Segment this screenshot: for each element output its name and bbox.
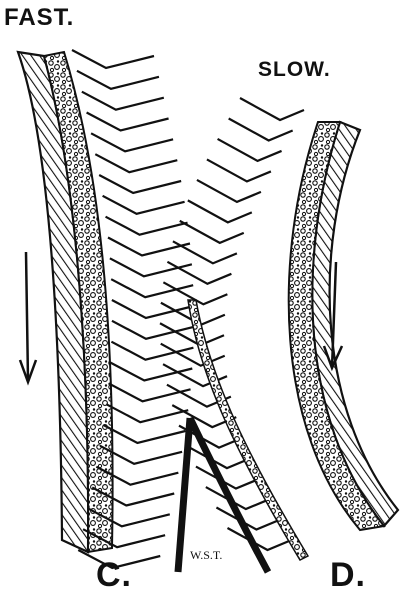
- chevron-tooth: [111, 342, 193, 360]
- chevron-tooth: [109, 383, 191, 401]
- chevron-tooth: [207, 159, 271, 181]
- down-arrow-icon: [20, 252, 36, 382]
- chevron-tooth: [72, 50, 154, 68]
- chevron-tooth: [82, 92, 164, 110]
- chevron-tooth: [103, 196, 185, 214]
- chevron-tooth: [87, 113, 169, 131]
- chevron-tooth: [91, 133, 173, 151]
- chevron-tooth: [229, 118, 293, 140]
- left-belt-assembly: [18, 50, 194, 568]
- chevron-tooth: [95, 154, 177, 172]
- chevron-tooth: [110, 363, 192, 381]
- chevron-tooth: [77, 71, 159, 89]
- chevron-tooth: [240, 98, 304, 120]
- label-fast: FAST.: [4, 4, 74, 32]
- left-rod: [178, 418, 190, 572]
- chevron-tooth: [103, 425, 185, 443]
- chevron-tooth: [99, 175, 181, 193]
- chevron-tooth: [197, 180, 261, 202]
- chevron-tooth: [227, 528, 291, 550]
- label-d: D.: [330, 556, 366, 595]
- chevron-tooth: [167, 262, 231, 284]
- chevron-tooth: [106, 217, 188, 235]
- label-c: C.: [96, 556, 132, 595]
- chevron-tooth: [180, 221, 244, 243]
- chevron-tooth: [108, 238, 190, 256]
- chevron-tooth: [218, 139, 282, 161]
- right-belt-assembly: [160, 98, 398, 560]
- artist-signature: W.S.T.: [190, 548, 222, 563]
- label-slow: SLOW.: [258, 58, 331, 82]
- chevron-tooth: [188, 200, 252, 222]
- chevron-tooth: [111, 279, 193, 297]
